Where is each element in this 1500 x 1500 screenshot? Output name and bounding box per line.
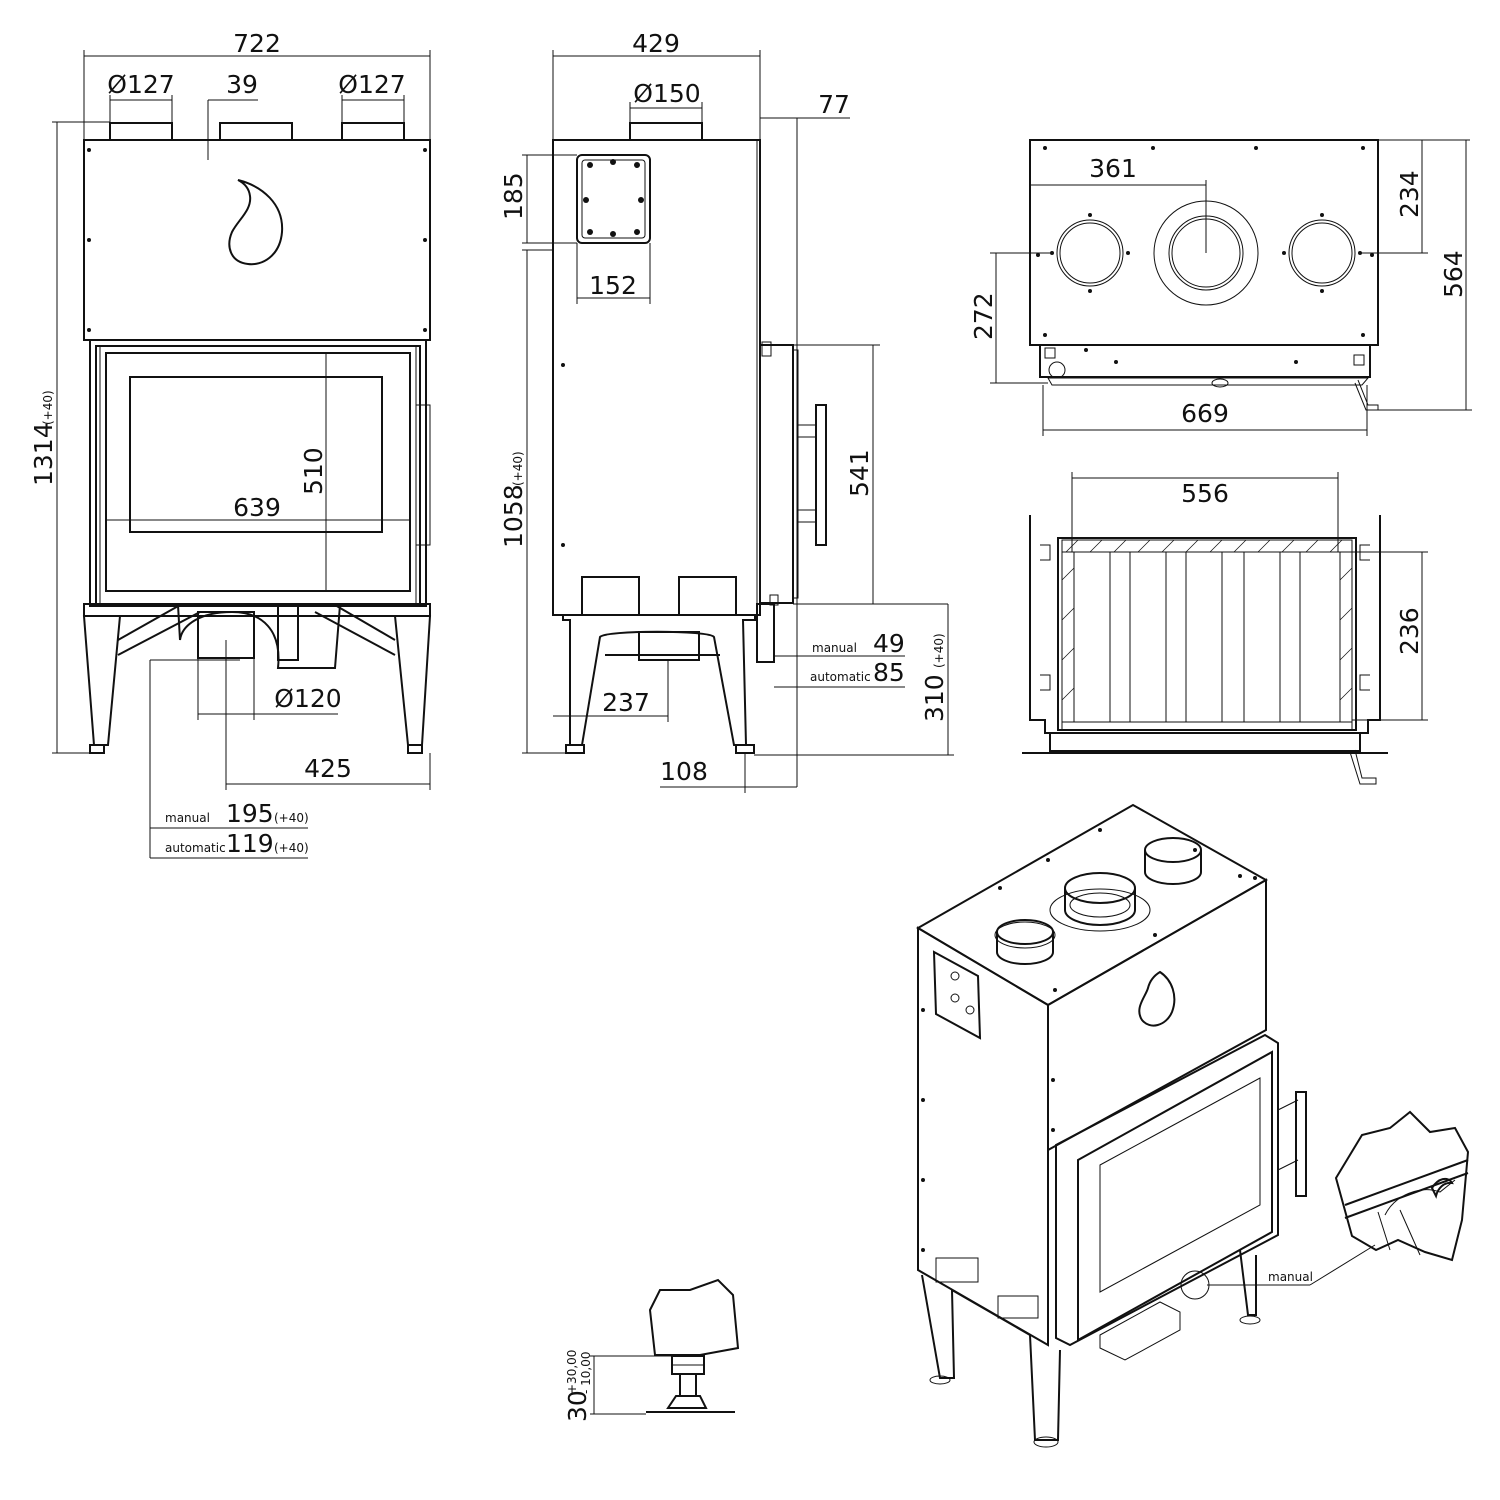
leg-upper-tolerance: +30,00 bbox=[565, 1350, 579, 1394]
side-manual-value: 49 bbox=[873, 629, 905, 658]
base-height-label: 310 bbox=[920, 674, 949, 722]
leg-height-label: 30 bbox=[563, 1390, 592, 1422]
panel-height-label: 185 bbox=[499, 172, 528, 220]
front-automatic-tolerance: (+40) bbox=[274, 841, 309, 855]
panel-width-label: 152 bbox=[589, 271, 637, 300]
front-view: 722 Ø127 39 Ø127 1314 (+40) 639 510 Ø120… bbox=[29, 29, 432, 859]
inlet-offset-label: 425 bbox=[304, 754, 352, 783]
leg-lower-tolerance: - 10,00 bbox=[579, 1352, 593, 1395]
chamber-width-label: 556 bbox=[1181, 479, 1229, 508]
front-automatic-label: automatic bbox=[165, 841, 226, 855]
top-total-depth-label: 564 bbox=[1439, 250, 1468, 298]
rear-to-flue-label: 234 bbox=[1395, 170, 1424, 218]
air-inlet-label: Ø120 bbox=[274, 684, 341, 713]
front-right-flue-label: Ø127 bbox=[338, 70, 405, 99]
side-automatic-value: 85 bbox=[873, 658, 905, 687]
front-left-flue-label: Ø127 bbox=[107, 70, 174, 99]
door-protrusion-label: 77 bbox=[818, 90, 850, 119]
front-center-offset-label: 39 bbox=[226, 70, 258, 99]
side-depth-label: 429 bbox=[632, 29, 680, 58]
side-inlet-offset-label: 237 bbox=[602, 688, 650, 717]
iso-manual-label: manual bbox=[1268, 1270, 1313, 1284]
front-manual-tolerance: (+40) bbox=[274, 811, 309, 825]
glass-width-label: 639 bbox=[233, 493, 281, 522]
body-height-tolerance: (+40) bbox=[511, 451, 525, 486]
top-width-label: 669 bbox=[1181, 399, 1229, 428]
base-height-tolerance: (+40) bbox=[932, 633, 946, 668]
section-view: 556 236 bbox=[1022, 472, 1428, 785]
front-height-tolerance: (+40) bbox=[41, 390, 55, 425]
side-automatic-label: automatic bbox=[810, 670, 871, 684]
glass-height-label: 510 bbox=[299, 447, 328, 495]
foot-offset-label: 108 bbox=[660, 757, 708, 786]
side-manual-label: manual bbox=[812, 641, 857, 655]
flame-logo-icon bbox=[228, 179, 284, 266]
leg-detail: 30 +30,00 - 10,00 bbox=[563, 1278, 740, 1422]
chamber-height-label: 236 bbox=[1395, 607, 1424, 655]
front-to-flue-label: 272 bbox=[969, 292, 998, 340]
side-view: 429 Ø150 77 185 152 1058 (+40) 541 237 1… bbox=[499, 29, 954, 793]
front-automatic-value: 119 bbox=[226, 829, 274, 858]
front-width-label: 722 bbox=[233, 29, 281, 58]
top-view: 361 234 564 272 669 bbox=[969, 139, 1472, 436]
front-height-label: 1314 bbox=[29, 422, 58, 486]
door-height-label: 541 bbox=[845, 449, 874, 497]
isometric-view: manual bbox=[916, 803, 1470, 1448]
top-center-offset-label: 361 bbox=[1089, 154, 1137, 183]
front-manual-value: 195 bbox=[226, 799, 274, 828]
side-flue-label: Ø150 bbox=[633, 79, 700, 108]
section-hatch bbox=[1061, 539, 1353, 701]
body-height-label: 1058 bbox=[499, 484, 528, 548]
iso-flame-logo-icon bbox=[1138, 970, 1176, 1027]
front-manual-label: manual bbox=[165, 811, 210, 825]
